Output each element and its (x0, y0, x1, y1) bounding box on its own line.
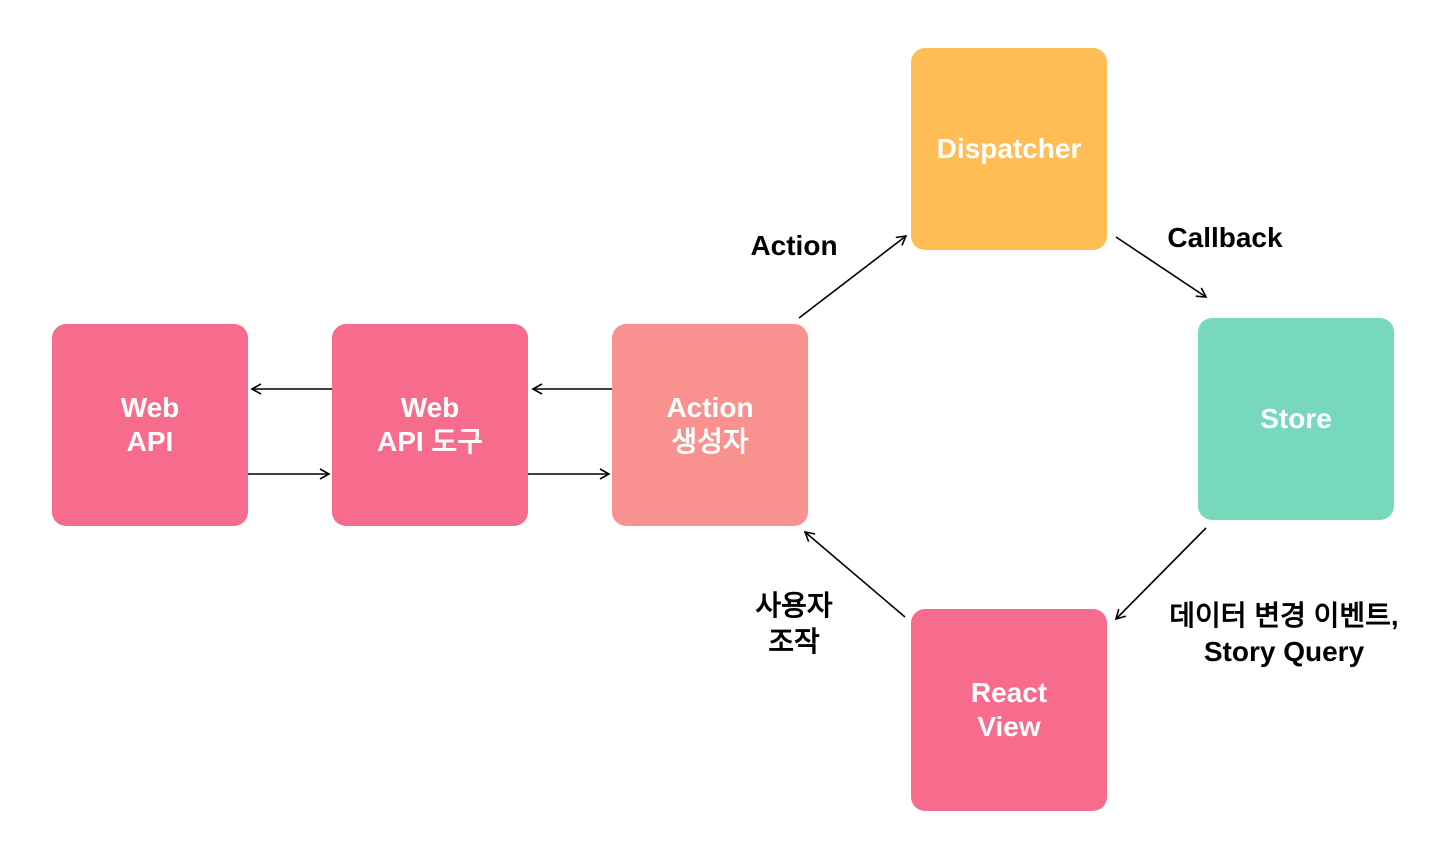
node-store: Store (1198, 318, 1394, 520)
node-action-creator-line2: 생성자 (671, 426, 749, 457)
node-action-creator-line1: Action (666, 392, 754, 423)
edge-label-user-action-line2: 조작 (768, 626, 820, 657)
node-dispatcher: Dispatcher (911, 48, 1107, 250)
arrow-store-to-view (1114, 527, 1207, 621)
arrow-action-to-dispatcher (798, 234, 908, 319)
edge-label-callback: Callback (1150, 220, 1300, 256)
node-web-api: Web API (52, 324, 248, 526)
node-store-line1: Store (1260, 403, 1332, 434)
edge-label-callback-line1: Callback (1167, 222, 1283, 253)
edge-label-data-change-line1: 데이터 변경 이벤트, (1169, 600, 1399, 631)
node-dispatcher-line1: Dispatcher (936, 133, 1082, 164)
node-action-creator: Action 생성자 (612, 324, 808, 526)
node-web-api-line2: API (126, 426, 174, 457)
edge-label-user-action-line1: 사용자 (755, 590, 833, 621)
arrow-dispatcher-to-store (1115, 236, 1208, 298)
arrow-view-to-action (803, 530, 906, 618)
edge-label-user-action: 사용자 조작 (734, 588, 854, 660)
node-react-view: React View (911, 609, 1107, 811)
edge-label-data-change-line2: Story Query (1203, 636, 1365, 667)
edge-label-data-change: 데이터 변경 이벤트, Story Query (1148, 598, 1420, 670)
node-web-api-tool: Web API 도구 (332, 324, 528, 526)
node-react-view-line1: React (970, 677, 1048, 708)
node-web-api-tool-line1: Web (400, 392, 460, 423)
node-web-api-line1: Web (120, 392, 180, 423)
edge-label-action: Action (734, 228, 854, 264)
edge-label-action-line1: Action (750, 230, 838, 261)
node-react-view-line2: View (977, 711, 1041, 742)
node-web-api-tool-line2: API 도구 (377, 426, 483, 457)
